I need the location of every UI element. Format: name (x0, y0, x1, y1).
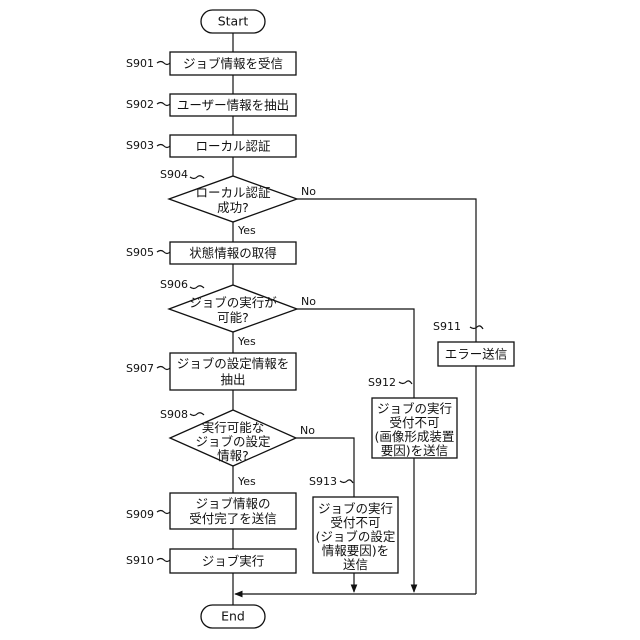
s904-no-label: No (301, 185, 316, 198)
s908-id: S908 (160, 408, 188, 421)
s905-id: S905 (126, 246, 154, 259)
s906-no-label: No (301, 295, 316, 308)
step-s911: エラー送信 S911 (433, 320, 514, 366)
s911-text: エラー送信 (445, 347, 508, 362)
s906-leader (190, 286, 204, 289)
s903-text: ローカル認証 (195, 139, 271, 154)
start-label: Start (218, 14, 249, 29)
s901-text: ジョブ情報を受信 (183, 56, 283, 71)
s907-text-line2: 抽出 (220, 372, 245, 387)
step-s905: 状態情報の取得 S905 (126, 242, 296, 264)
s913-text-line4: 情報要因)を (322, 543, 389, 558)
s913-text-line3: (ジョブの設定 (316, 529, 396, 544)
s904-id: S904 (160, 168, 188, 181)
s909-id: S909 (126, 508, 154, 521)
s902-leader (157, 103, 170, 106)
decision-s908: 実行可能な ジョブの設定 情報? S908 Yes No (160, 408, 315, 488)
s903-id: S903 (126, 139, 154, 152)
s908-no-label: No (300, 424, 315, 437)
connector-s908-no-s913 (296, 438, 354, 497)
s904-leader (190, 176, 204, 179)
s913-text-line1: ジョブの実行 (318, 501, 393, 516)
s905-leader (157, 251, 170, 254)
s912-text-line2: 受付不可 (389, 415, 439, 430)
s906-id: S906 (160, 278, 188, 291)
step-s910: ジョブ実行 S910 (126, 549, 296, 573)
s907-text-line1: ジョブの設定情報を (177, 356, 290, 371)
s910-text: ジョブ実行 (202, 554, 265, 569)
s902-id: S902 (126, 98, 154, 111)
step-s907: ジョブの設定情報を 抽出 S907 (126, 353, 296, 390)
s913-id: S913 (309, 475, 337, 488)
s908-yes-label: Yes (237, 475, 256, 488)
decision-s904: ローカル認証 成功? S904 Yes No (160, 168, 316, 237)
s908-leader (190, 413, 204, 416)
s913-text-line5: 送信 (343, 557, 368, 572)
s906-text-line1: ジョブの実行が (189, 295, 277, 310)
s912-leader (399, 381, 412, 384)
step-s902: ユーザー情報を抽出 S902 (126, 94, 296, 116)
s913-leader (340, 480, 353, 483)
s909-text-line1: ジョブ情報の (195, 496, 270, 511)
end-terminal: End (201, 605, 265, 628)
s909-leader (157, 511, 170, 514)
s901-leader (157, 62, 170, 65)
s908-text-line3: 情報? (217, 448, 249, 463)
s910-id: S910 (126, 554, 154, 567)
s912-text-line3: (画像形成装置 (375, 429, 455, 444)
s901-id: S901 (126, 57, 154, 70)
s909-text-line2: 受付完了を送信 (189, 511, 277, 526)
s904-yes-label: Yes (237, 224, 256, 237)
step-s912: ジョブの実行 受付不可 (画像形成装置 要因)を送信 S912 (368, 376, 457, 458)
s911-id: S911 (433, 320, 461, 333)
s907-leader (157, 367, 170, 370)
connector-s906-no-s912 (297, 309, 414, 398)
step-s909: ジョブ情報の 受付完了を送信 S909 (126, 493, 296, 529)
s913-text-line2: 受付不可 (330, 515, 380, 530)
s908-text-line2: ジョブの設定 (195, 434, 270, 449)
s910-leader (157, 559, 170, 562)
s905-text: 状態情報の取得 (189, 246, 277, 261)
s906-yes-label: Yes (237, 335, 256, 348)
s912-text-line4: 要因)を送信 (381, 443, 448, 458)
s912-id: S912 (368, 376, 396, 389)
s904-text-line1: ローカル認証 (195, 185, 271, 200)
step-s901: ジョブ情報を受信 S901 (126, 52, 296, 75)
s902-text: ユーザー情報を抽出 (177, 98, 289, 113)
s904-text-line2: 成功? (217, 200, 249, 215)
decision-s906: ジョブの実行が 可能? S906 Yes No (160, 278, 316, 348)
s907-id: S907 (126, 362, 154, 375)
end-label: End (221, 609, 245, 624)
step-s903: ローカル認証 S903 (126, 135, 296, 157)
s908-text-line1: 実行可能な (202, 420, 265, 435)
s903-leader (157, 145, 170, 148)
start-terminal: Start (201, 10, 265, 33)
s912-text-line1: ジョブの実行 (377, 401, 452, 416)
s906-text-line2: 可能? (217, 310, 249, 325)
